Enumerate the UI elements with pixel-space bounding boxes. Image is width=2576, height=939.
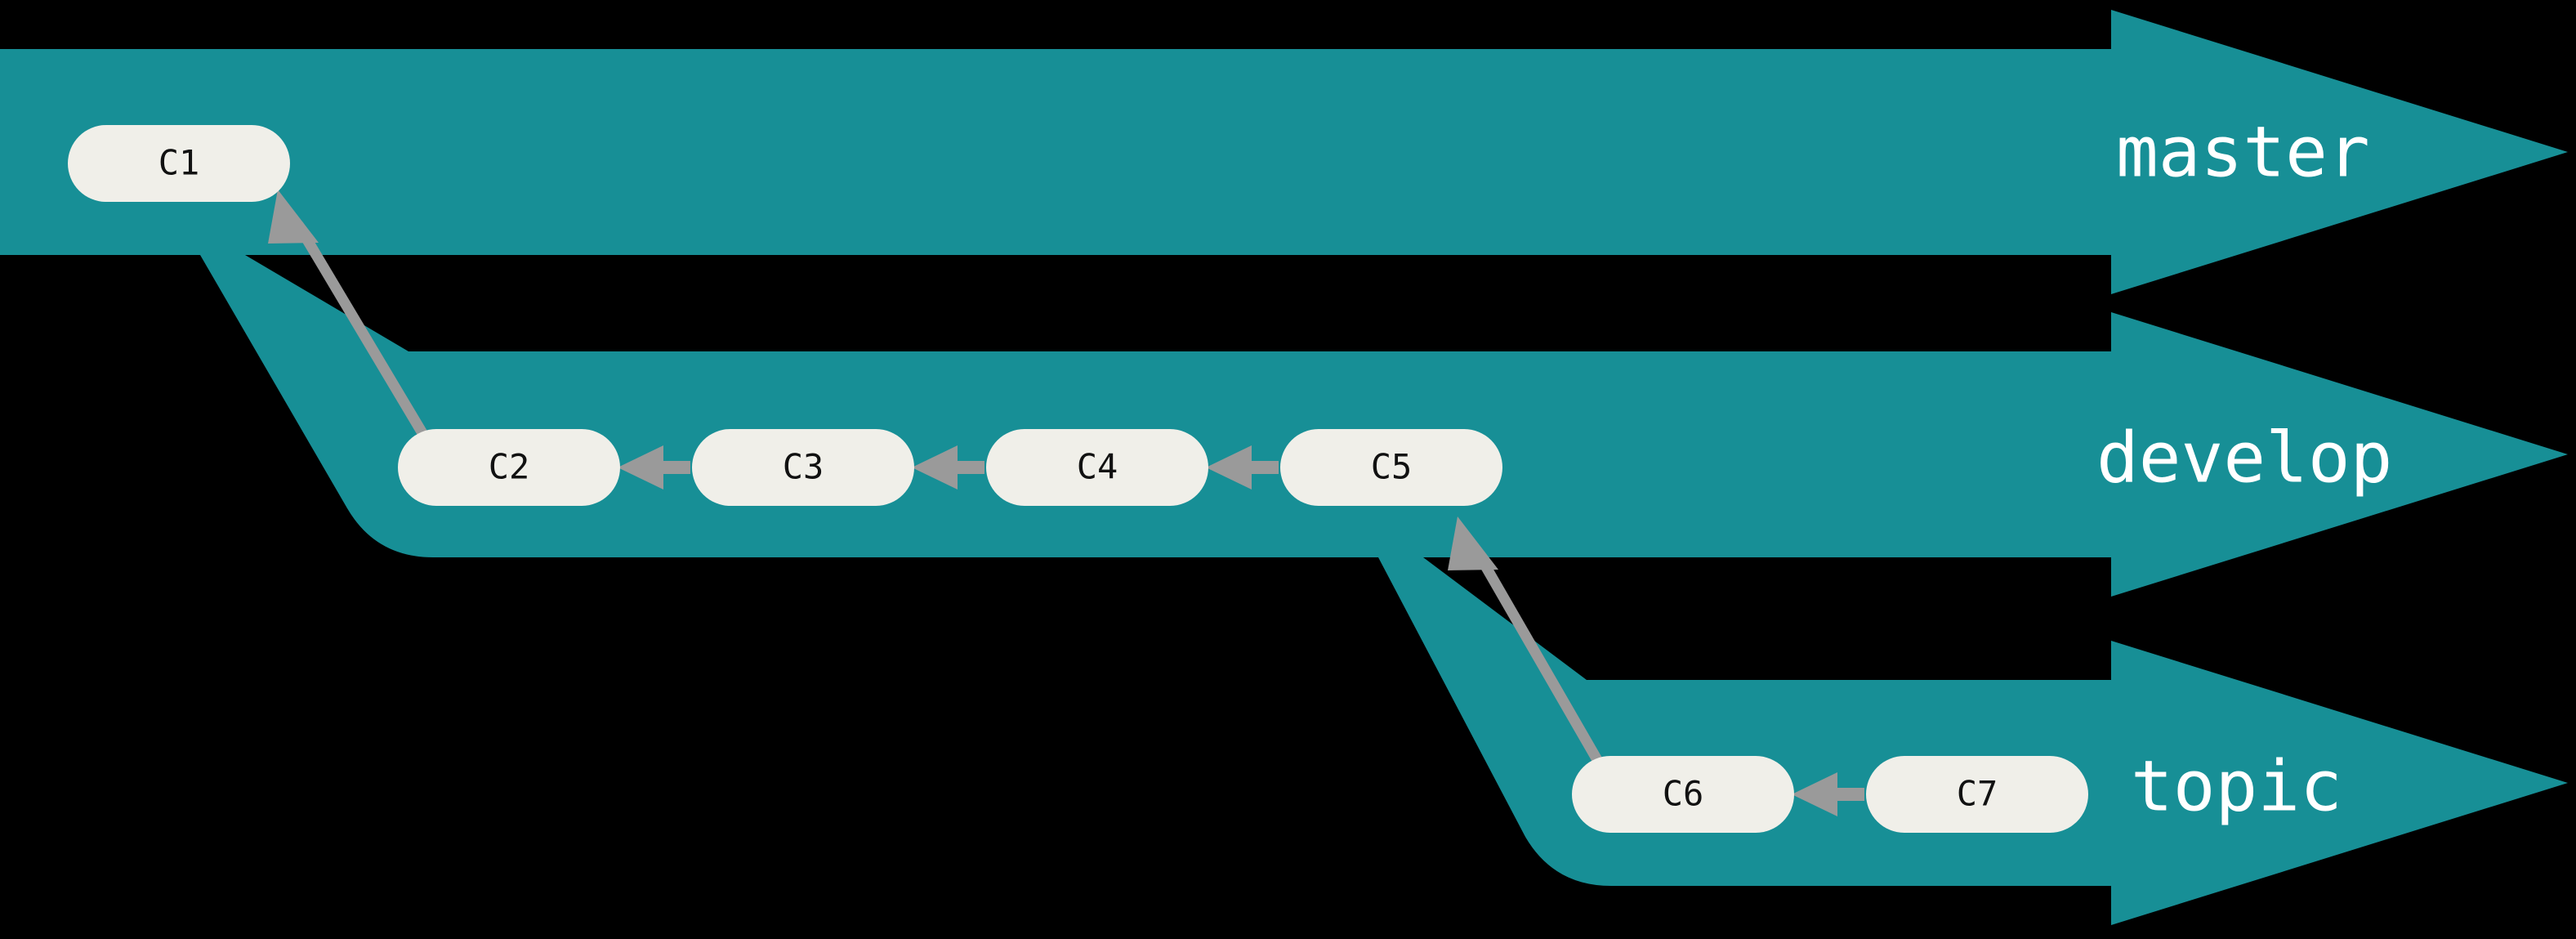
edge-c5-to-c4-arrowhead [1206,445,1252,490]
edge-c6-to-c5-arrowhead [1448,516,1498,570]
commit-node-c6[interactable]: C6 [1572,756,1794,833]
commit-node-c5-shape [1280,429,1502,506]
commit-node-c6-label: C6 [1663,774,1704,814]
edge-c5-to-c4 [1206,445,1279,490]
edge-c3-to-c2 [618,445,690,490]
commit-node-c4-shape [986,429,1208,506]
commit-node-c7-label: C7 [1957,774,1998,814]
edge-c4-to-c3-arrowhead [912,445,958,490]
ribbon-master-to-develop [0,10,2568,597]
commit-node-c2[interactable]: C2 [398,429,620,506]
commit-node-c1-shape [68,125,290,202]
commit-node-c7[interactable]: C7 [1866,756,2088,833]
branch-label-topic: topic [2131,745,2342,827]
commit-node-c5[interactable]: C5 [1280,429,1502,506]
branch-label-develop: develop [2096,417,2392,499]
commit-node-c5-label: C5 [1371,447,1413,487]
edge-c7-to-c6 [1792,772,1864,816]
commit-node-c2-shape [398,429,620,506]
edge-c4-to-c3 [912,445,984,490]
commit-links [268,190,1864,816]
commit-node-c1-label: C1 [158,143,200,183]
edge-c6-to-c5-line [1472,548,1605,767]
edge-c2-to-c1-arrowhead [268,190,319,244]
commit-node-c4-label: C4 [1077,447,1118,487]
ribbon-develop-to-topic [1378,557,2568,925]
commit-node-c2-label: C2 [489,447,530,487]
commit-node-c4[interactable]: C4 [986,429,1208,506]
commit-node-c3-shape [692,429,914,506]
edge-c3-to-c2-arrowhead [618,445,663,490]
edge-c2-to-c1 [268,190,430,440]
edge-c6-to-c5 [1448,516,1605,767]
commit-nodes: C1 C2 C3 C4 C5 C6 [68,125,2088,833]
commit-node-c3-label: C3 [783,447,824,487]
commit-node-c1[interactable]: C1 [68,125,290,202]
edge-c7-to-c6-arrowhead [1792,772,1837,816]
master-ribbon-band [0,10,2568,597]
commit-node-c3[interactable]: C3 [692,429,914,506]
commit-node-c6-shape [1572,756,1794,833]
edge-c2-to-c1-line [293,221,430,440]
branch-label-master: master [2116,111,2370,193]
topic-ribbon-band [1378,557,2568,925]
commit-node-c7-shape [1866,756,2088,833]
